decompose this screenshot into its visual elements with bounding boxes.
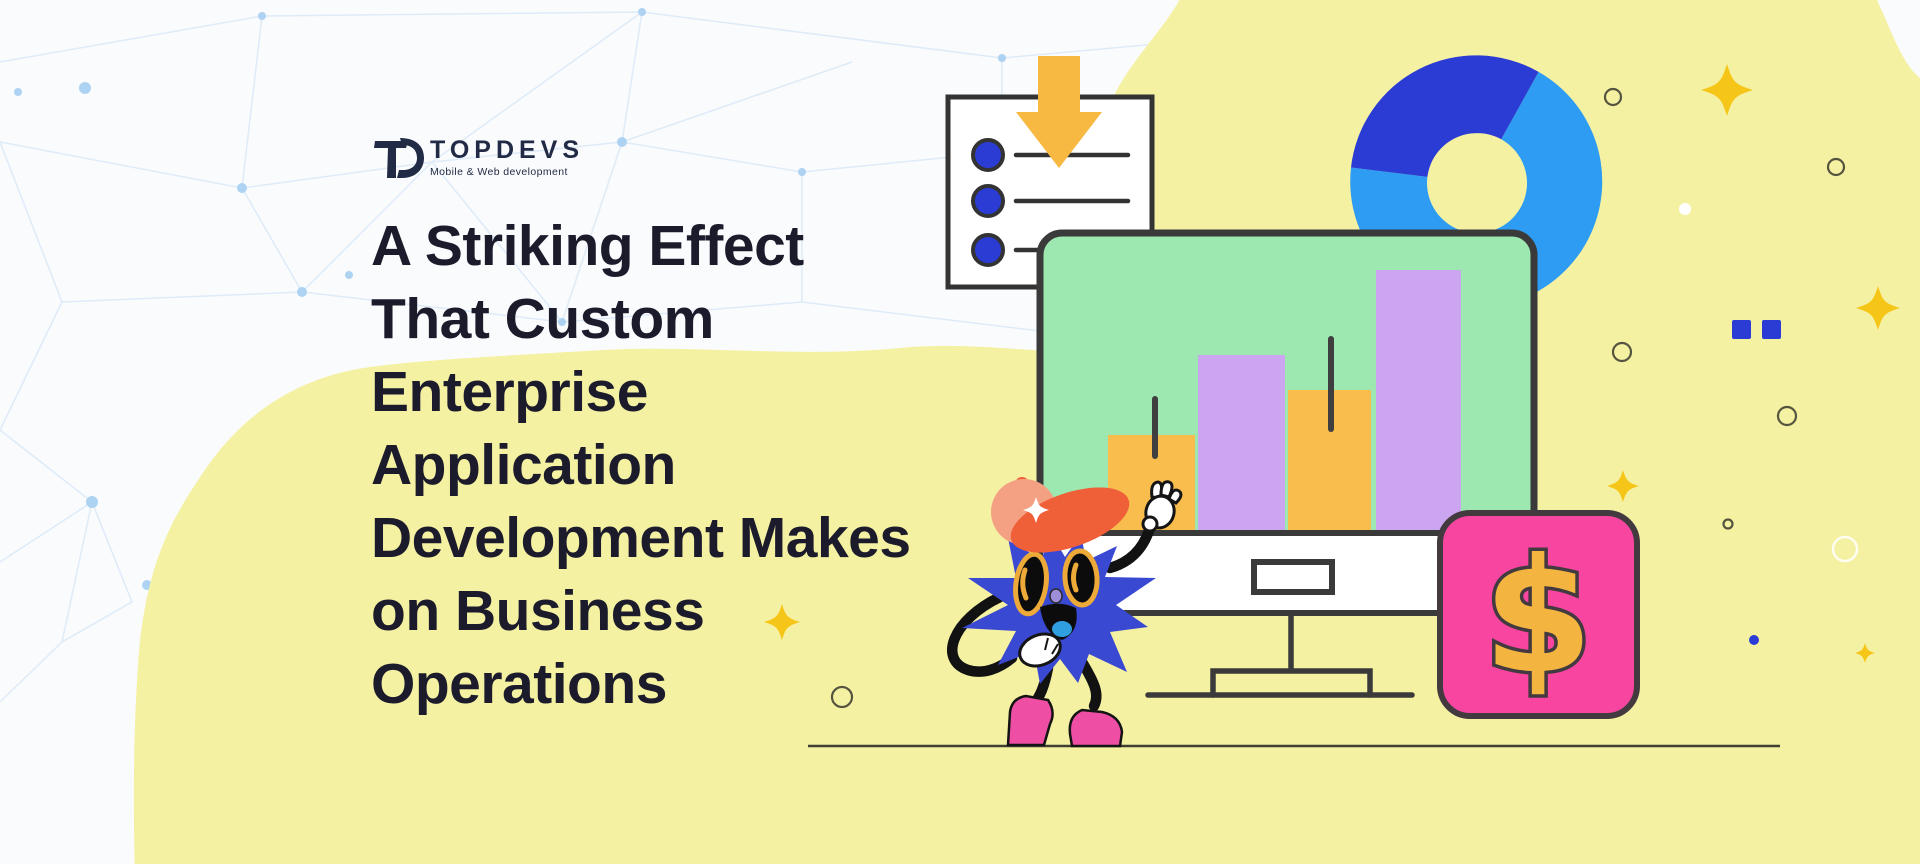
download-arrow-icon — [1016, 56, 1102, 168]
boot — [1068, 708, 1124, 748]
circle-outline-icon — [830, 685, 854, 709]
blue-square-icon — [1762, 320, 1781, 339]
circle-outline-icon — [1722, 518, 1734, 530]
decorative-shapes — [764, 64, 1900, 709]
title-line: Enterprise — [371, 360, 648, 424]
mascot-cap — [991, 477, 1130, 553]
title-line: That Custom — [371, 287, 714, 351]
title-line: on Business — [371, 579, 705, 643]
topdevs-monogram-icon — [374, 138, 424, 178]
blue-square-icon — [1732, 320, 1751, 339]
mascot-tongue — [1052, 621, 1072, 637]
mascot-chest-hand — [1018, 632, 1062, 668]
title-line: Operations — [371, 652, 667, 716]
mascot-character — [947, 477, 1183, 748]
title-line: Development Makes — [371, 506, 911, 570]
logo-name: TOPDEVS — [430, 136, 585, 164]
blue-dot — [1749, 635, 1759, 645]
circle-outline-icon — [1611, 341, 1633, 363]
dollar-sign: $ — [1483, 525, 1593, 709]
circle-outline-icon — [1603, 87, 1623, 107]
page-title: A Striking Effect That Custom Enterprise… — [371, 210, 971, 721]
white-dot — [1679, 203, 1691, 215]
boot — [1006, 694, 1054, 747]
mascot-ok-hand — [1141, 480, 1183, 533]
topdevs-logo: TOPDEVS Mobile & Web development — [372, 134, 584, 182]
mascot-eye — [1062, 548, 1100, 608]
dollar-card-icon: $ — [1437, 510, 1640, 719]
circle-outline-icon — [1776, 405, 1798, 427]
mascot-nose — [1049, 588, 1063, 604]
white-ring — [1831, 535, 1859, 563]
circle-outline-icon — [1826, 157, 1846, 177]
title-line: A Striking Effect — [371, 214, 804, 278]
logo-tagline: Mobile & Web development — [430, 166, 568, 178]
title-line: Application — [371, 433, 676, 497]
